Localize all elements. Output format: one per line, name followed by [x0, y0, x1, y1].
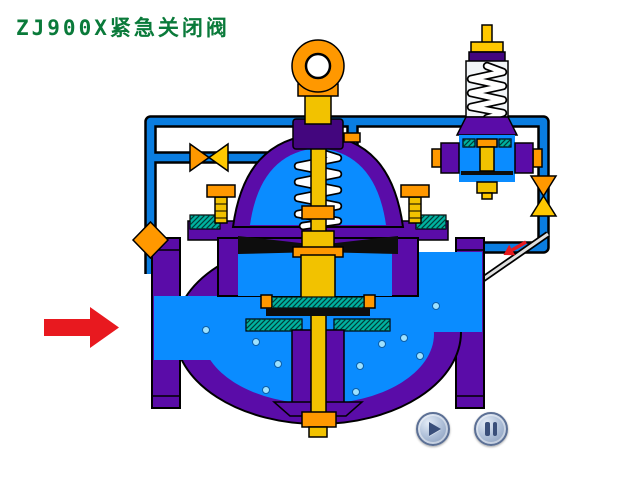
play-icon — [429, 422, 441, 436]
isolation-valve-right-icon — [529, 175, 558, 217]
pause-button[interactable] — [474, 412, 508, 446]
valve-disc — [260, 246, 376, 316]
play-button[interactable] — [416, 412, 450, 446]
lifting-ring — [291, 39, 345, 93]
pilot-bell — [455, 116, 519, 136]
pipe-fitting — [343, 132, 361, 143]
pilot-valve — [431, 24, 543, 200]
page-title: ZJ900X紧急关闭阀 — [16, 16, 230, 40]
inlet-filter-icon — [131, 220, 170, 260]
stem-bottom-nut — [301, 411, 337, 438]
flow-direction-mini-arrow — [503, 240, 527, 256]
bonnet-bolt-left — [206, 184, 236, 224]
pause-icon — [485, 422, 497, 436]
packing-gland — [304, 93, 332, 125]
pilot-piston — [479, 146, 495, 172]
disc-seal — [266, 308, 370, 316]
pilot-adjusting-screw-icon — [468, 24, 506, 63]
isolation-valve-left-icon — [189, 142, 229, 173]
spring-seat-nut — [301, 205, 335, 220]
bonnet-bolt-right — [400, 184, 430, 224]
flow-bubbles — [202, 302, 440, 396]
pilot-spring — [465, 60, 509, 123]
flow-arrow — [44, 307, 119, 348]
inlet-passage — [154, 296, 238, 360]
